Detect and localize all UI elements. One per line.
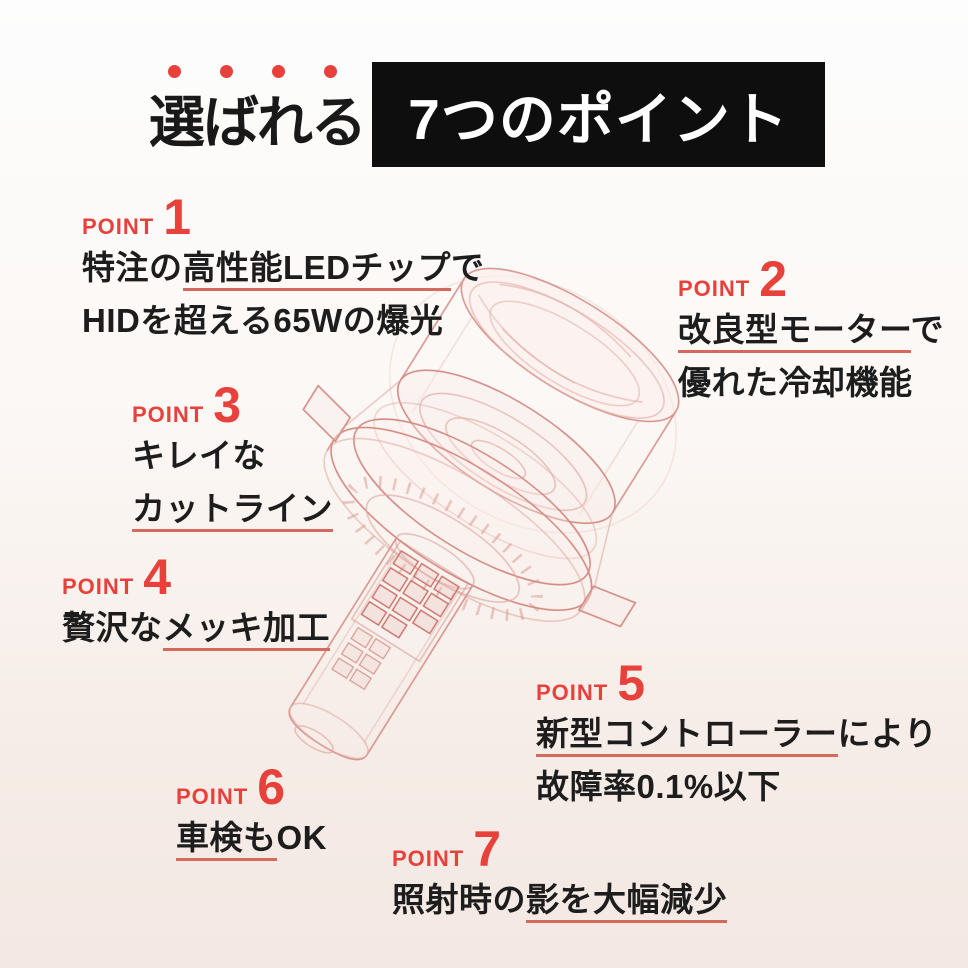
point-1-line-1: 特注の高性能LEDチップで [82, 242, 485, 295]
accent-dot [324, 65, 337, 78]
point-7-line-1: 照射時の影を大幅減少 [392, 874, 727, 927]
line-text: キレイな [132, 437, 266, 474]
line-text: 特注の [82, 249, 183, 286]
point-1-label: POINT 1 [82, 189, 485, 245]
line-text: HIDを超える65Wの爆光 [82, 301, 444, 339]
point-4: POINT 4 贅沢なメッキ加工 [62, 549, 330, 655]
point-5: POINT 5 新型コントローラーにより 故障率0.1%以下 [536, 655, 937, 814]
line-text: 優れた冷却機能 [678, 363, 913, 401]
line-text-underlined: 新型コントローラー [536, 715, 838, 757]
line-text-underlined: 影を大幅減少 [526, 881, 727, 923]
point-number: 7 [473, 821, 502, 877]
point-label-text: POINT [678, 276, 751, 301]
line-text: OK [276, 819, 327, 856]
point-number: 2 [759, 251, 788, 307]
headline-box-text: 7つのポイント [408, 87, 789, 152]
point-number: 6 [257, 759, 286, 815]
line-text: 贅沢な [62, 609, 163, 646]
line-text: 照射時の [392, 881, 526, 918]
line-text: 故障率0.1%以下 [536, 767, 781, 805]
point-number: 5 [617, 655, 646, 711]
point-4-label: POINT 4 [62, 549, 330, 605]
point-1: POINT 1 特注の高性能LEDチップで HIDを超える65Wの爆光 [82, 189, 485, 348]
point-1-line-2: HIDを超える65Wの爆光 [82, 295, 485, 348]
point-5-line-2: 故障率0.1%以下 [536, 761, 937, 814]
point-6: POINT 6 車検もOK [176, 759, 327, 865]
point-7: POINT 7 照射時の影を大幅減少 [392, 821, 727, 927]
point-2: POINT 2 改良型モーターで 優れた冷却機能 [678, 251, 944, 410]
line-text-underlined: 改良型モーター [678, 311, 911, 353]
point-3-line-2: カットライン [132, 483, 333, 536]
point-6-line-1: 車検もOK [176, 812, 327, 865]
point-number: 1 [163, 189, 192, 245]
line-text: で [910, 311, 945, 348]
accent-dot [272, 65, 285, 78]
point-2-line-2: 優れた冷却機能 [678, 357, 944, 410]
headline-serif: 選ばれる [149, 93, 367, 155]
point-label-text: POINT [132, 402, 205, 427]
point-label-text: POINT [536, 680, 609, 705]
line-text-underlined: カットライン [132, 489, 333, 532]
accent-dots [168, 65, 337, 78]
line-text-underlined: メッキ加工 [162, 609, 330, 651]
point-2-line-1: 改良型モーターで [678, 304, 944, 357]
line-text: で [451, 249, 485, 286]
point-label-text: POINT [62, 574, 135, 599]
point-label-text: POINT [392, 846, 465, 871]
point-2-label: POINT 2 [678, 251, 944, 307]
point-5-label: POINT 5 [536, 655, 937, 711]
point-label-text: POINT [176, 784, 249, 809]
point-number: 3 [213, 377, 242, 433]
point-7-label: POINT 7 [392, 821, 727, 877]
point-3-label: POINT 3 [132, 377, 333, 433]
accent-dot [168, 65, 181, 78]
point-5-line-1: 新型コントローラーにより [536, 708, 937, 761]
point-label-text: POINT [82, 214, 155, 239]
point-6-label: POINT 6 [176, 759, 327, 815]
point-number: 4 [143, 549, 172, 605]
line-text-underlined: 高性能LEDチップ [182, 249, 451, 291]
line-text: により [837, 715, 938, 752]
line-text-underlined: 車検も [176, 819, 277, 861]
point-4-line-1: 贅沢なメッキ加工 [62, 602, 330, 655]
headline-box: 7つのポイント [372, 62, 825, 167]
point-3-line-1: キレイな [132, 430, 333, 483]
accent-dot [220, 65, 233, 78]
point-3: POINT 3 キレイな カットライン [132, 377, 333, 536]
